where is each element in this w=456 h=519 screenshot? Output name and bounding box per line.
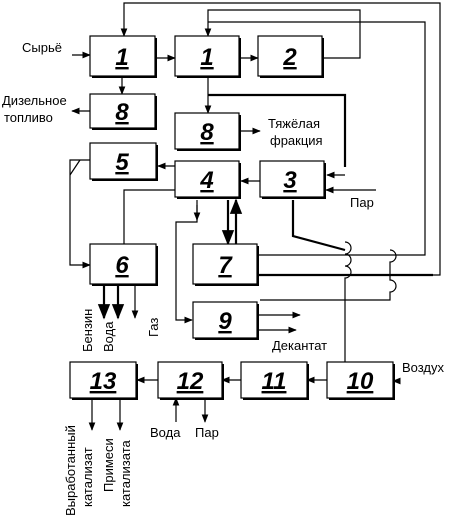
label-diesel-2: топливо [4,110,53,125]
arrow-5-up [69,159,81,176]
line-crossing-arcs-2 [260,249,397,301]
block-10: 10 [326,361,395,400]
label-decantate: Декантат [272,338,327,353]
block-4: 4 [174,160,241,199]
label-air: Воздух [402,360,445,375]
block-12: 12 [157,361,224,400]
block-8b-number: 8 [200,119,214,146]
labels: Сырьё Дизельное топливо Тяжёлая фракция … [2,40,445,516]
line-2-outlet [204,9,361,59]
line-4-6 [123,189,175,244]
thick-line-3-down [291,200,346,252]
line-recycle-1b [208,21,426,256]
block-4-number: 4 [199,167,213,194]
block-9: 9 [192,301,259,340]
label-water-out: Вода [101,321,116,352]
block-8a-number: 8 [115,99,129,126]
label-impurities-1: Примеси [101,438,116,492]
label-spent-1: Выработанный [63,425,78,516]
block-1b-number: 1 [200,44,213,71]
label-gasoline: Бензин [80,309,95,352]
block-6: 6 [89,243,158,286]
flow-lines [69,2,441,431]
block-10-number: 10 [347,368,374,395]
block-7: 7 [192,243,259,286]
label-heavy-1: Тяжёлая [268,116,320,131]
block-3-number: 3 [283,167,297,194]
label-water-in: Вода [150,425,181,440]
label-diesel-1: Дизельное [2,93,67,108]
line-top-feedback [120,2,441,276]
line-5-6 [69,159,91,269]
block-6-number: 6 [115,252,129,279]
block-1a: 1 [89,35,157,78]
label-feed: Сырьё [22,40,62,55]
label-impurities-2: катализата [118,439,133,507]
block-9-number: 9 [218,308,232,335]
block-1a-number: 1 [115,44,128,71]
block-5-number: 5 [115,149,129,176]
block-8a: 8 [89,93,157,130]
block-13-number: 13 [90,368,117,395]
line-crossing-arcs [341,241,352,373]
label-steam-top: Пар [350,195,374,210]
block-5: 5 [89,142,158,181]
block-8b: 8 [174,112,241,151]
block-2: 2 [257,35,324,78]
label-spent-2: катализат [80,447,95,507]
label-gas: Газ [146,318,161,337]
block-7-number: 7 [218,252,233,279]
thick-line-1b-right [208,93,347,167]
label-heavy-2: фракция [270,133,323,148]
block-13: 13 [69,361,138,400]
block-11: 11 [240,361,309,400]
block-1b: 1 [174,35,241,78]
block-11-number: 11 [262,368,287,395]
block-2-number: 2 [282,44,297,71]
block-3: 3 [259,160,326,199]
label-steam-bottom: Пар [195,425,219,440]
block-12-number: 12 [177,368,204,395]
